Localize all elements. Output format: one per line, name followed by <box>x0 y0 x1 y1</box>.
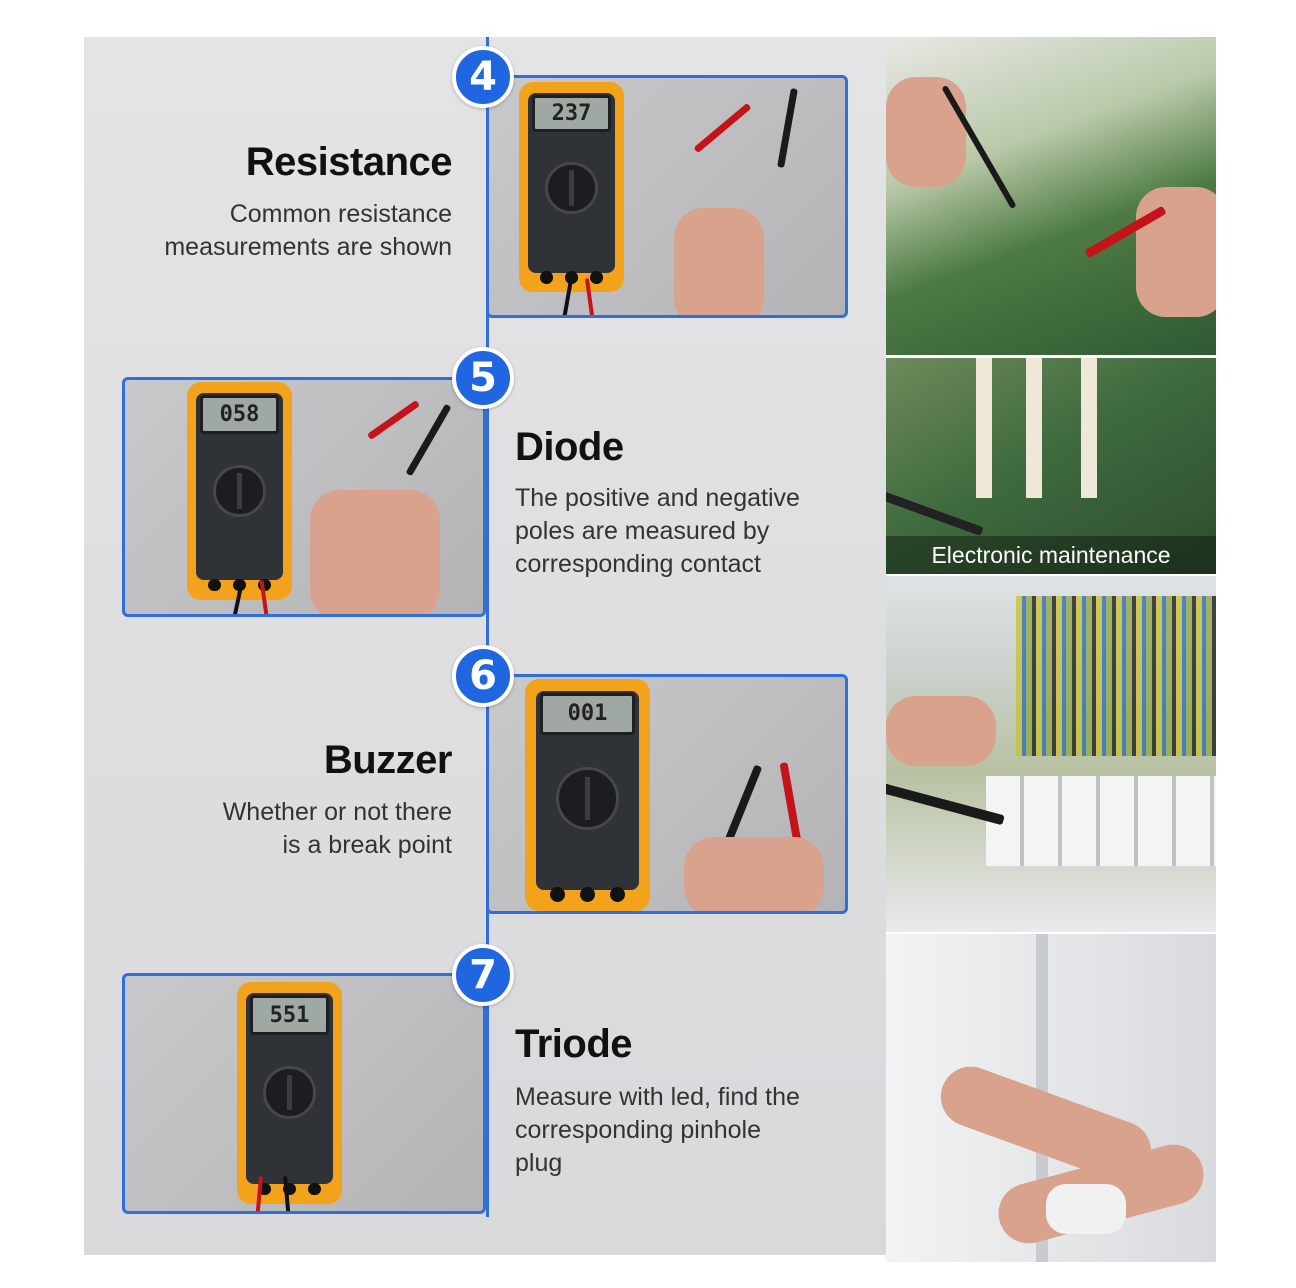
motherboard-photo: Electronic maintenance <box>886 358 1216 574</box>
step-title: Diode <box>515 425 624 469</box>
multimeter: 237 <box>519 82 624 292</box>
technician-photo <box>886 934 1216 1262</box>
step-badge: 6 <box>452 645 514 707</box>
side-caption: Electronic maintenance <box>886 536 1216 574</box>
step-title: Buzzer <box>323 738 453 782</box>
lcd-reading: 551 <box>249 995 330 1036</box>
step-badge: 4 <box>452 46 514 108</box>
step-description: Common resistance measurements are shown <box>164 200 452 261</box>
multimeter: 551 <box>237 982 342 1204</box>
triode-photo: 551 <box>122 973 486 1214</box>
lcd-reading: 058 <box>199 395 280 435</box>
step-badge: 5 <box>452 347 514 409</box>
step-description: The positive and negative poles are meas… <box>515 484 800 578</box>
step-title: Resistance <box>245 140 453 184</box>
hand <box>684 837 824 911</box>
lcd-reading: 001 <box>540 692 635 735</box>
timeline-line <box>486 37 489 1217</box>
diode-photo: 058 <box>122 377 486 617</box>
hand <box>674 208 764 315</box>
step-badge: 7 <box>452 944 514 1006</box>
circuit-board-photo <box>886 37 1216 355</box>
electrical-panel-photo <box>886 576 1216 932</box>
step-title: Triode <box>515 1022 633 1066</box>
hand <box>310 490 440 614</box>
multimeter: 001 <box>525 679 650 911</box>
step-description: Measure with led, find the corresponding… <box>515 1083 800 1177</box>
buzzer-photo: 001 <box>486 674 848 914</box>
step-description: Whether or not there is a break point <box>222 798 452 859</box>
multimeter: 058 <box>187 382 292 600</box>
resistance-photo: 237 <box>486 75 848 318</box>
lcd-reading: 237 <box>531 94 612 133</box>
